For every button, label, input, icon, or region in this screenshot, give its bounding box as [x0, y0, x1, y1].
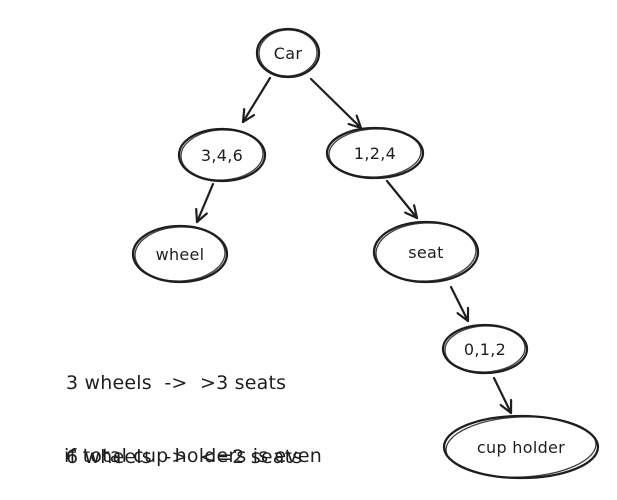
- arrowhead-icon: [404, 204, 419, 220]
- edge-wheel-count-to-wheel: [195, 182, 215, 224]
- cup-holder-note: if total cup holders is even -> number o…: [64, 395, 406, 500]
- rules-text: 3 wheels -> >3 seats 6 wheels -> <=2 sea…: [66, 322, 302, 500]
- node-label-cup-count: 0,1,2: [464, 340, 506, 359]
- node-label-wheel-count: 3,4,6: [201, 146, 243, 165]
- node-cup-count: 0,1,2: [441, 323, 529, 375]
- node-label-wheel: wheel: [156, 245, 205, 264]
- arrowhead-icon: [195, 207, 208, 224]
- node-wheel-count: 3,4,6: [177, 127, 267, 183]
- rule-line-2: 6 wheels -> <=2 seats: [66, 445, 303, 468]
- arrowhead-icon: [241, 108, 256, 124]
- rule-line-1: 3 wheels -> >3 seats: [66, 372, 287, 394]
- edge-cup-count-to-cup-holder: [492, 376, 513, 415]
- edge-car-to-seat-count: [309, 77, 363, 130]
- edge-car-to-wheel-count: [241, 76, 272, 124]
- edge-seat-count-to-seat: [385, 179, 419, 220]
- node-label-seat-count: 1,2,4: [354, 144, 396, 163]
- note-line-1: if total cup holders is even: [64, 445, 323, 467]
- node-seat: seat: [372, 220, 480, 284]
- node-wheel: wheel: [131, 224, 229, 284]
- node-cup-holder: cup holder: [442, 414, 600, 480]
- arrowhead-icon: [456, 306, 470, 323]
- node-car: Car: [255, 27, 321, 79]
- arrowhead-icon: [499, 398, 513, 415]
- edge-seat-to-cup-count: [449, 285, 470, 323]
- node-label-car: Car: [274, 44, 303, 63]
- node-label-cup-holder: cup holder: [477, 438, 565, 457]
- node-label-seat: seat: [408, 243, 443, 262]
- node-seat-count: 1,2,4: [325, 126, 425, 180]
